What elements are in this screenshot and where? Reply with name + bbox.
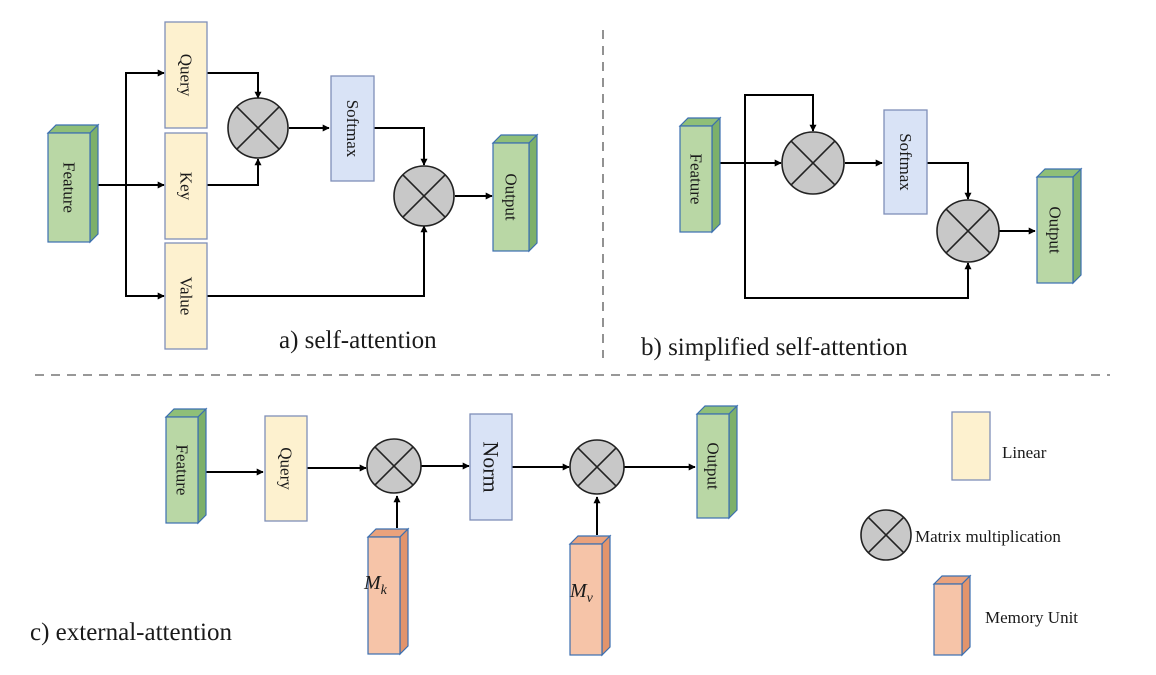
output-label: Output	[704, 442, 723, 490]
feature-label: Feature	[60, 162, 79, 213]
feature-to-query-arrow	[90, 69, 165, 186]
output-label: Output	[1046, 206, 1065, 254]
panel-simplified-self-attention: Feature Softmax Output b) simplified sel…	[641, 94, 1083, 361]
memory-unit-mk: Mk	[363, 527, 410, 656]
query-label: Query	[277, 447, 296, 490]
output-block: Output	[1035, 167, 1083, 285]
norm-label: Norm	[479, 441, 504, 492]
matmul-circle	[393, 165, 455, 227]
legend-memory-label: Memory Unit	[985, 608, 1078, 627]
matmul-circle	[366, 438, 422, 494]
softmax-box: Softmax	[330, 75, 375, 182]
caption-self-attention: a) self-attention	[279, 327, 437, 354]
matmul-circle	[781, 131, 845, 195]
query-label: Query	[177, 54, 196, 97]
output-block: Output	[695, 404, 739, 520]
legend-linear-swatch	[951, 411, 991, 481]
legend-memory-swatch	[933, 583, 963, 656]
mk-label: Mk	[363, 572, 388, 598]
feature-bypass-arrow	[744, 163, 972, 299]
softmax-to-matmul-arrow	[927, 162, 972, 200]
memory-unit-mv: Mv	[568, 534, 612, 657]
feature-to-value-arrow	[125, 185, 165, 300]
softmax-label: Softmax	[343, 100, 362, 158]
value-label: Value	[177, 277, 196, 316]
output-block: Output	[491, 133, 539, 253]
norm-box: Norm	[469, 413, 513, 521]
feature-to-matmul-top-arrow	[744, 94, 817, 163]
key-box: Key	[164, 132, 208, 240]
value-to-matmul-arrow	[207, 225, 428, 297]
legend-matmul: Matrix multiplication	[860, 509, 1061, 561]
feature-label: Feature	[687, 154, 706, 205]
feature-label: Feature	[173, 445, 192, 496]
legend: Linear Matrix multiplication Memory Unit	[860, 411, 1078, 657]
softmax-to-matmul-arrow	[374, 127, 428, 166]
query-to-matmul-arrow	[207, 72, 262, 99]
softmax-label: Softmax	[896, 133, 915, 191]
feature-block: Feature	[164, 407, 208, 525]
legend-matmul-label: Matrix multiplication	[915, 527, 1061, 546]
key-label: Key	[177, 172, 196, 201]
key-to-matmul-arrow	[207, 158, 262, 186]
panel-external-attention: Feature Query Norm Output	[30, 404, 739, 657]
matmul-circle	[936, 199, 1000, 263]
panel-self-attention: Feature Query Key Value Softmax	[46, 21, 539, 354]
legend-linear-label: Linear	[1002, 443, 1047, 462]
caption-simplified-self-attention: b) simplified self-attention	[641, 334, 908, 361]
softmax-box: Softmax	[883, 109, 928, 215]
caption-external-attention: c) external-attention	[30, 619, 232, 646]
legend-memory-unit: Memory Unit	[932, 574, 1078, 657]
legend-linear: Linear	[951, 411, 1047, 481]
query-box: Query	[264, 415, 308, 522]
query-box: Query	[164, 21, 208, 129]
matmul-circle	[227, 97, 289, 159]
output-label: Output	[502, 173, 521, 221]
matmul-circle	[569, 439, 625, 495]
feature-block: Feature	[46, 123, 100, 244]
mv-label: Mv	[569, 580, 594, 606]
feature-block: Feature	[678, 116, 722, 234]
value-box: Value	[164, 242, 208, 350]
